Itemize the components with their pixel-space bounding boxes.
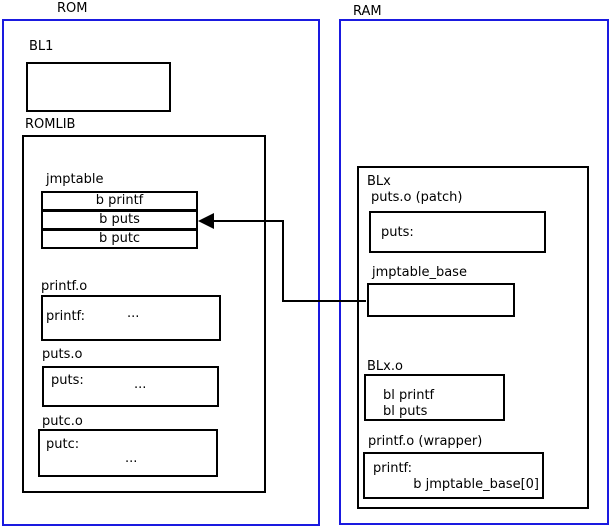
- blx-o-label: BLx.o: [367, 359, 403, 374]
- jmptable-base-label: jmptable_base: [372, 265, 467, 280]
- printf-wrapper-box: printf: b jmptable_base[0]: [363, 452, 544, 499]
- jmptable-row-puts: b puts: [41, 210, 198, 230]
- blx-label: BLx: [367, 174, 391, 189]
- puts-code-ellipsis: ...: [134, 377, 147, 392]
- bl1-label: BL1: [29, 39, 54, 54]
- putc-code-ellipsis: ...: [125, 451, 138, 466]
- printf-code-ellipsis: ...: [127, 306, 140, 321]
- puts-patch-symbol: puts:: [381, 225, 414, 240]
- puts-o-label: puts.o: [42, 347, 83, 362]
- ram-region-title: RAM: [353, 4, 382, 19]
- blx-o-line-bl-printf: bl printf: [383, 388, 435, 403]
- jmptable-box: b printf b puts b putc: [41, 191, 198, 249]
- jmptable-label: jmptable: [46, 172, 104, 187]
- printf-wrapper-label: printf.o (wrapper): [368, 434, 483, 449]
- romlib-label: ROMLIB: [25, 117, 76, 132]
- putc-o-box: putc: ...: [38, 429, 218, 477]
- puts-o-box: puts: ...: [42, 366, 219, 407]
- rom-region-title: ROM: [57, 1, 88, 16]
- jmptable-row-putc: b putc: [41, 229, 198, 249]
- puts-patch-label: puts.o (patch): [371, 190, 463, 205]
- putc-o-label: putc.o: [42, 414, 83, 429]
- blx-o-box: bl printf bl puts: [364, 374, 505, 421]
- printf-symbol: printf:: [46, 309, 86, 324]
- jmptable-row-printf: b printf: [41, 191, 198, 211]
- blx-o-line-bl-puts: bl puts: [383, 404, 428, 419]
- jmptable-base-box: [367, 283, 515, 317]
- bl1-box: [26, 62, 171, 112]
- printf-wrapper-symbol: printf:: [373, 461, 413, 476]
- printf-wrapper-branch: b jmptable_base[0]: [413, 477, 539, 492]
- printf-o-box: printf: ...: [41, 295, 221, 341]
- printf-o-label: printf.o: [41, 279, 88, 294]
- puts-symbol: puts:: [51, 373, 84, 388]
- putc-symbol: putc:: [46, 437, 80, 452]
- puts-patch-box: puts:: [369, 211, 546, 253]
